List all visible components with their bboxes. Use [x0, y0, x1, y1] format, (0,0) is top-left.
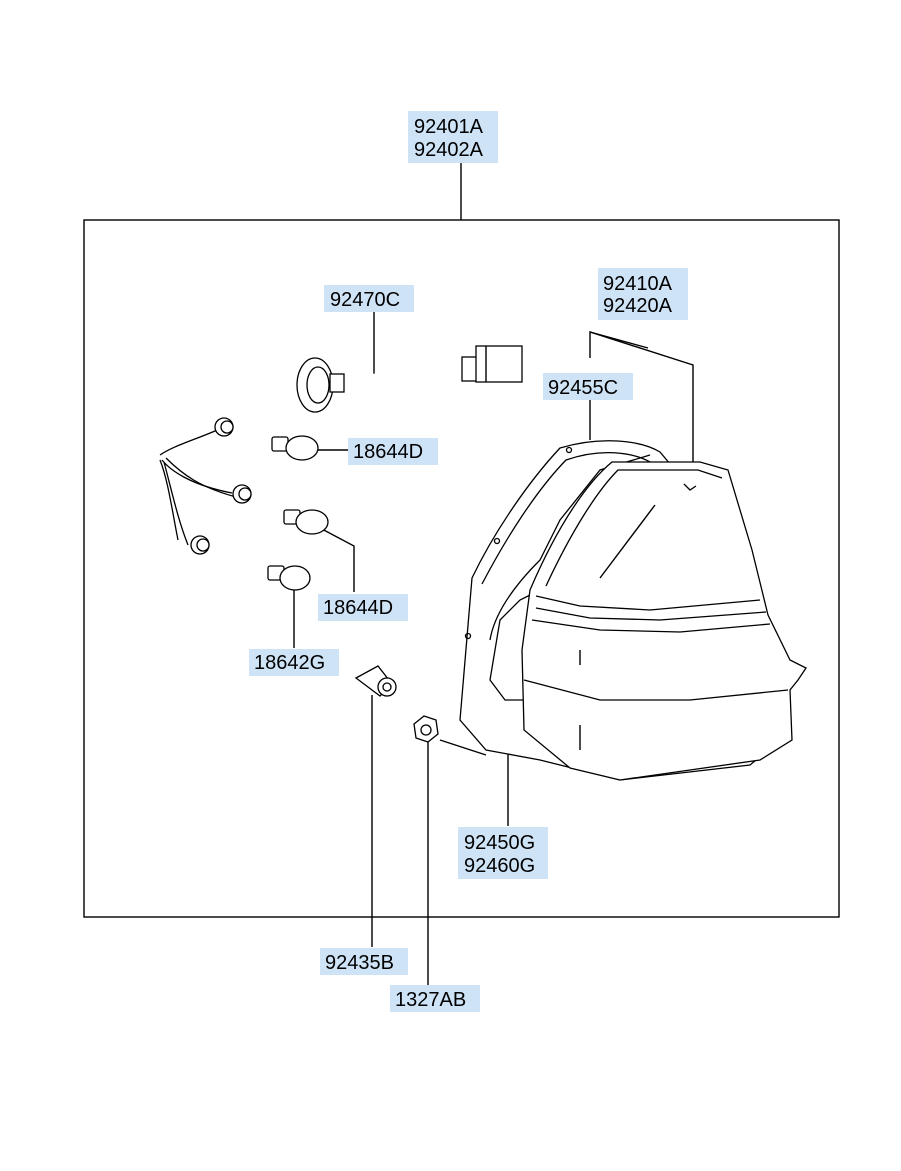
wiring-harness — [137, 345, 523, 555]
bulb-lower-part — [267, 565, 311, 591]
label-reflector-line1: 92450G — [464, 832, 535, 854]
bulb-middle-part — [283, 509, 329, 535]
label-assembly: 92401A 92402A — [408, 111, 498, 163]
label-reflector-line2: 92460G — [464, 855, 535, 877]
nut-part — [413, 715, 439, 743]
label-reflector: 92450G 92460G — [458, 827, 548, 879]
label-bulb-middle: 18644D — [318, 594, 408, 621]
label-bulb-upper: 18644D — [348, 438, 438, 465]
label-wiring-harness-text: 92470C — [330, 289, 400, 311]
label-lens-housing: 92410A 92420A — [598, 268, 688, 320]
label-gasket: 92455C — [543, 373, 633, 400]
label-wiring-harness: 92470C — [324, 285, 414, 312]
label-assembly-line1: 92401A — [414, 116, 484, 138]
label-gasket-text: 92455C — [548, 377, 618, 399]
label-lens-housing-line1: 92410A — [603, 273, 673, 295]
label-nut: 1327AB — [390, 985, 480, 1012]
label-grommet: 92435B — [320, 948, 408, 975]
tail-lamp-lens — [521, 461, 807, 781]
bulb-upper-part — [271, 435, 319, 461]
label-nut-text: 1327AB — [395, 989, 466, 1011]
label-lens-housing-line2: 92420A — [603, 295, 673, 317]
grommet-part — [354, 665, 397, 697]
label-grommet-text: 92435B — [325, 952, 394, 974]
label-bulb-lower: 18642G — [249, 649, 339, 676]
label-bulb-lower-text: 18642G — [254, 652, 325, 674]
label-bulb-middle-text: 18644D — [323, 597, 393, 619]
label-assembly-line2: 92402A — [414, 139, 484, 161]
label-bulb-upper-text: 18644D — [353, 441, 423, 463]
